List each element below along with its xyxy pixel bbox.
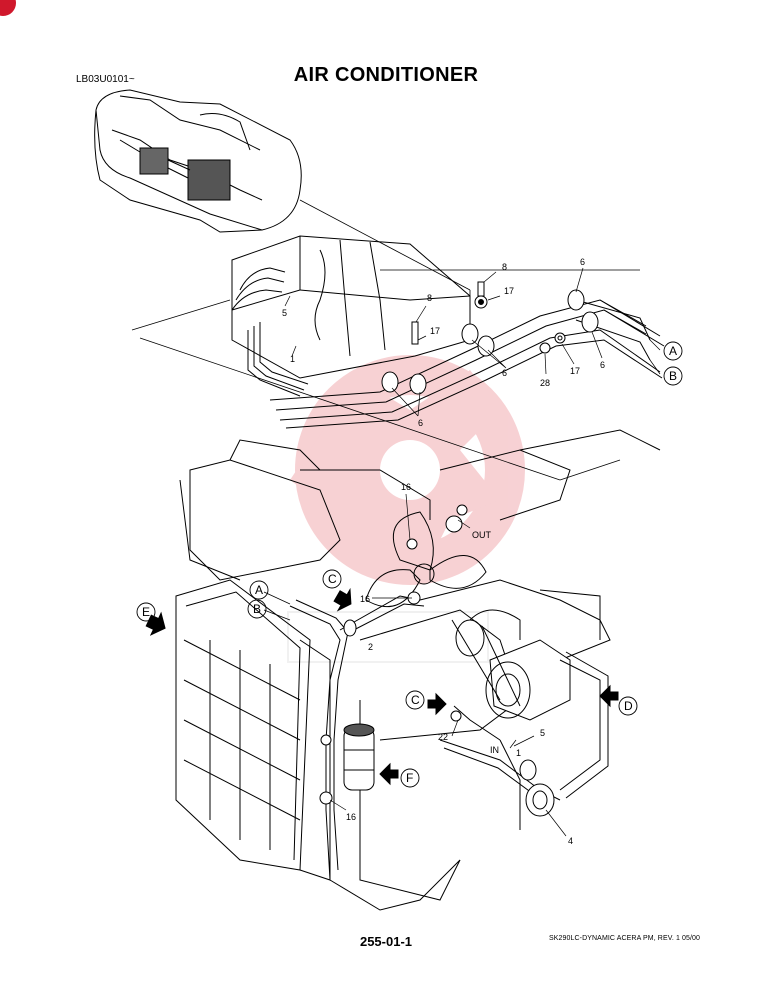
view-marker-F: F (400, 768, 420, 788)
svg-text:E: E (142, 605, 150, 619)
arrow-f (379, 762, 399, 786)
cooling-fan (365, 511, 487, 608)
view-markers: A B A B C C D E (136, 341, 683, 788)
view-arrows (145, 587, 619, 786)
doc-code: LB03U0101~ (76, 74, 135, 85)
view-marker-A1: A (663, 341, 683, 361)
callout-c6b: 6 (502, 368, 507, 378)
view-marker-C1: C (322, 569, 342, 589)
svg-text:C: C (411, 693, 420, 707)
footer-reference: SK290LC-DYNAMIC ACERA PM, REV. 1 05/00 (549, 935, 700, 942)
callout-c1b: 1 (516, 748, 521, 758)
callout-cout: OUT (472, 530, 492, 540)
lower-hose-runs (289, 595, 609, 911)
callout-cin: IN (490, 745, 499, 755)
view-marker-A2: A (249, 580, 269, 600)
callout-c1a: 1 (290, 354, 295, 364)
compressor (451, 609, 571, 721)
callout-c6a: 6 (580, 257, 585, 267)
callout-c17c: 17 (570, 366, 580, 376)
callout-labels: 5 1 8 17 8 17 6 6 6 28 17 6 16 OUT 16 2 … (282, 257, 605, 846)
callout-c5a: 5 (282, 308, 287, 318)
arrow-c-upper (333, 587, 352, 612)
svg-text:D: D (624, 699, 633, 713)
callout-c17a: 17 (504, 286, 514, 296)
callout-c2: 2 (368, 642, 373, 652)
view-marker-E: E (136, 602, 156, 622)
view-marker-B1: B (663, 366, 683, 386)
svg-text:C: C (328, 572, 337, 586)
svg-text:B: B (669, 369, 677, 383)
callout-c16b: 16 (360, 594, 370, 604)
svg-text:F: F (406, 771, 413, 785)
callout-c8b: 8 (427, 293, 432, 303)
view-marker-C2: C (405, 690, 425, 710)
svg-text:B: B (253, 602, 261, 616)
callout-c22: 22 (438, 732, 448, 742)
page-number: 255-01-1 (359, 934, 413, 949)
arrow-c-lower (427, 692, 447, 716)
callout-c16a: 16 (401, 482, 411, 492)
leader-lines (263, 267, 661, 837)
callout-c6c: 6 (418, 418, 423, 428)
page-title: AIR CONDITIONER (293, 64, 479, 86)
pipe-clamps (381, 281, 599, 395)
watermark-logo (287, 355, 525, 663)
view-marker-D: D (618, 696, 638, 716)
lower-fittings (319, 504, 555, 817)
svg-text:A: A (669, 344, 677, 358)
callout-c17b: 17 (430, 326, 440, 336)
arrow-d (599, 684, 619, 708)
cab-overview-view (94, 89, 302, 233)
callout-c28: 28 (540, 378, 550, 388)
corner-mark (0, 0, 16, 16)
arrow-e (145, 611, 166, 636)
svg-text:A: A (255, 583, 263, 597)
callout-c6d: 6 (600, 360, 605, 370)
floor-plate-lines (131, 199, 640, 481)
receiver-drier (343, 723, 375, 791)
evaporator-unit (231, 235, 471, 397)
condenser-radiator (175, 579, 331, 881)
callout-c8a: 8 (502, 262, 507, 272)
view-marker-B2: B (247, 599, 267, 619)
callout-c5b: 5 (540, 728, 545, 738)
callout-c4: 4 (568, 836, 573, 846)
callout-c16c: 16 (346, 812, 356, 822)
upper-pipe-run (269, 299, 665, 429)
